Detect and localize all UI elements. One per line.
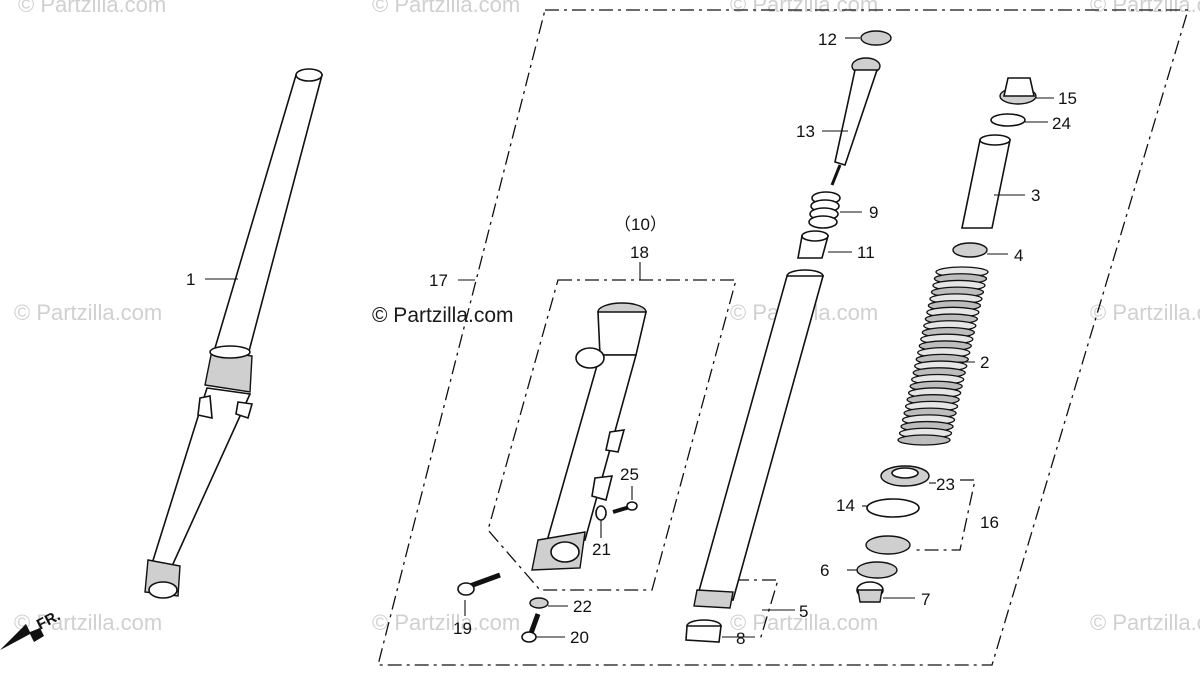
damper-rod-part-13[interactable] — [830, 57, 881, 186]
watermark: © Partzilla.com — [18, 0, 166, 17]
callout-7[interactable]: 7 — [921, 590, 930, 609]
spring-coil — [897, 434, 951, 446]
bushing-part-8[interactable] — [685, 619, 722, 643]
bolt-part-19[interactable] — [457, 572, 501, 596]
callout-24[interactable]: 24 — [1052, 114, 1071, 133]
clip-part-14[interactable] — [866, 498, 920, 518]
fork-cap-bolt-part-15[interactable] — [999, 77, 1037, 105]
rebound-spring-part-9[interactable] — [808, 191, 841, 229]
fork-slider-part-18[interactable] — [531, 302, 648, 571]
callout-17[interactable]: 17 — [429, 271, 448, 290]
washer-part-21[interactable] — [595, 505, 607, 521]
callout-2[interactable]: 2 — [980, 353, 989, 372]
spring-seat-part-4[interactable] — [952, 242, 988, 258]
callout-25[interactable]: 25 — [620, 465, 639, 484]
callout-6[interactable]: 6 — [820, 561, 829, 580]
callout-12[interactable]: 12 — [818, 30, 837, 49]
callout-9[interactable]: 9 — [869, 203, 878, 222]
callout-13[interactable]: 13 — [796, 122, 815, 141]
bolt-part-20[interactable] — [521, 613, 541, 643]
bolt-part-25[interactable] — [612, 501, 638, 514]
callout-20[interactable]: 20 — [570, 628, 589, 647]
watermark: © Partzilla.com — [730, 610, 878, 635]
slider-bushing-part-6[interactable] — [856, 561, 898, 579]
oil-seal-part-23[interactable] — [880, 465, 930, 487]
bracket-16 — [915, 479, 976, 551]
leader-lines — [205, 37, 1054, 638]
fork-pipe-part-5[interactable] — [693, 269, 825, 609]
front-arrow-icon — [0, 624, 44, 650]
callout-14[interactable]: 14 — [836, 496, 855, 515]
o-ring-part-24[interactable] — [990, 113, 1026, 127]
washer-part-22[interactable] — [529, 597, 549, 609]
brand-watermark: © Partzilla.com — [372, 304, 514, 327]
callout-10[interactable]: （10） — [614, 215, 667, 234]
callout-16[interactable]: 16 — [980, 513, 999, 532]
callout-19[interactable]: 19 — [453, 619, 472, 638]
callout-15[interactable]: 15 — [1058, 89, 1077, 108]
watermark: © Partzilla.com — [730, 0, 878, 17]
spacer-part-3[interactable] — [961, 134, 1011, 229]
callout-21[interactable]: 21 — [592, 540, 611, 559]
watermark: © Partzilla.com — [372, 610, 520, 635]
watermark: © Partzilla.com — [372, 0, 520, 17]
callout-labels: 1 2 3 4 5 6 7 8 9 （10） 11 12 13 14 15 16… — [186, 30, 1077, 648]
callout-11[interactable]: 11 — [857, 243, 875, 262]
back-up-ring-part-16[interactable] — [865, 535, 911, 555]
watermark: © Partzilla.com — [1090, 300, 1200, 325]
watermark: © Partzilla.com — [1090, 0, 1200, 17]
bracket-5-8 — [735, 579, 779, 641]
outline-assembly-18 — [487, 279, 737, 591]
watermark: © Partzilla.com — [14, 300, 162, 325]
piece-part-7[interactable] — [856, 581, 884, 603]
oil-lock-piece-part-11[interactable] — [797, 230, 830, 259]
callout-1[interactable]: 1 — [186, 270, 195, 289]
fork-assembly-part-1[interactable] — [144, 68, 324, 599]
watermark: © Partzilla.com — [1090, 610, 1200, 635]
callout-5[interactable]: 5 — [799, 602, 808, 621]
callout-3[interactable]: 3 — [1031, 186, 1040, 205]
callout-18[interactable]: 18 — [630, 243, 649, 262]
callout-22[interactable]: 22 — [573, 597, 592, 616]
outline-assembly-17 — [377, 9, 1189, 666]
callout-23[interactable]: 23 — [936, 475, 955, 494]
seal-part-12[interactable] — [860, 30, 892, 46]
fork-spring-part-2[interactable] — [897, 266, 989, 446]
callout-8[interactable]: 8 — [736, 629, 745, 648]
callout-4[interactable]: 4 — [1014, 246, 1023, 265]
